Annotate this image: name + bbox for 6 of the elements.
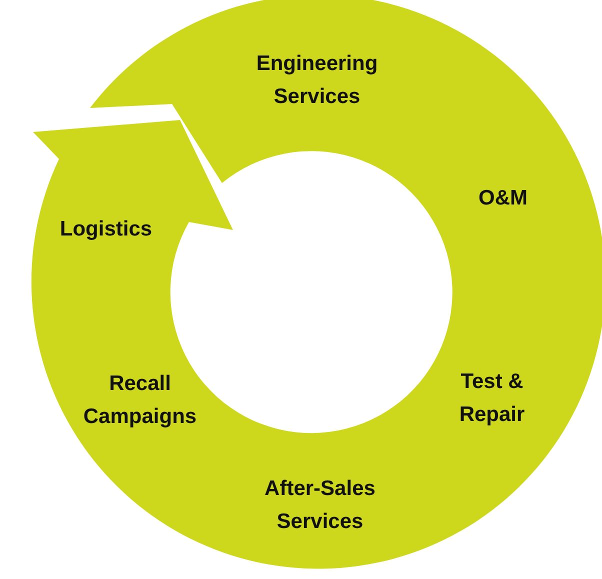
stage-label: After-Sales Services [264,476,376,535]
stage-label: Test & Repair [458,369,526,428]
stage-label: Logistics [58,216,154,242]
stage-label: Recall Campaigns [82,371,198,430]
stage-label: O&M [478,186,528,212]
stage-label: Engineering Services [255,51,379,110]
